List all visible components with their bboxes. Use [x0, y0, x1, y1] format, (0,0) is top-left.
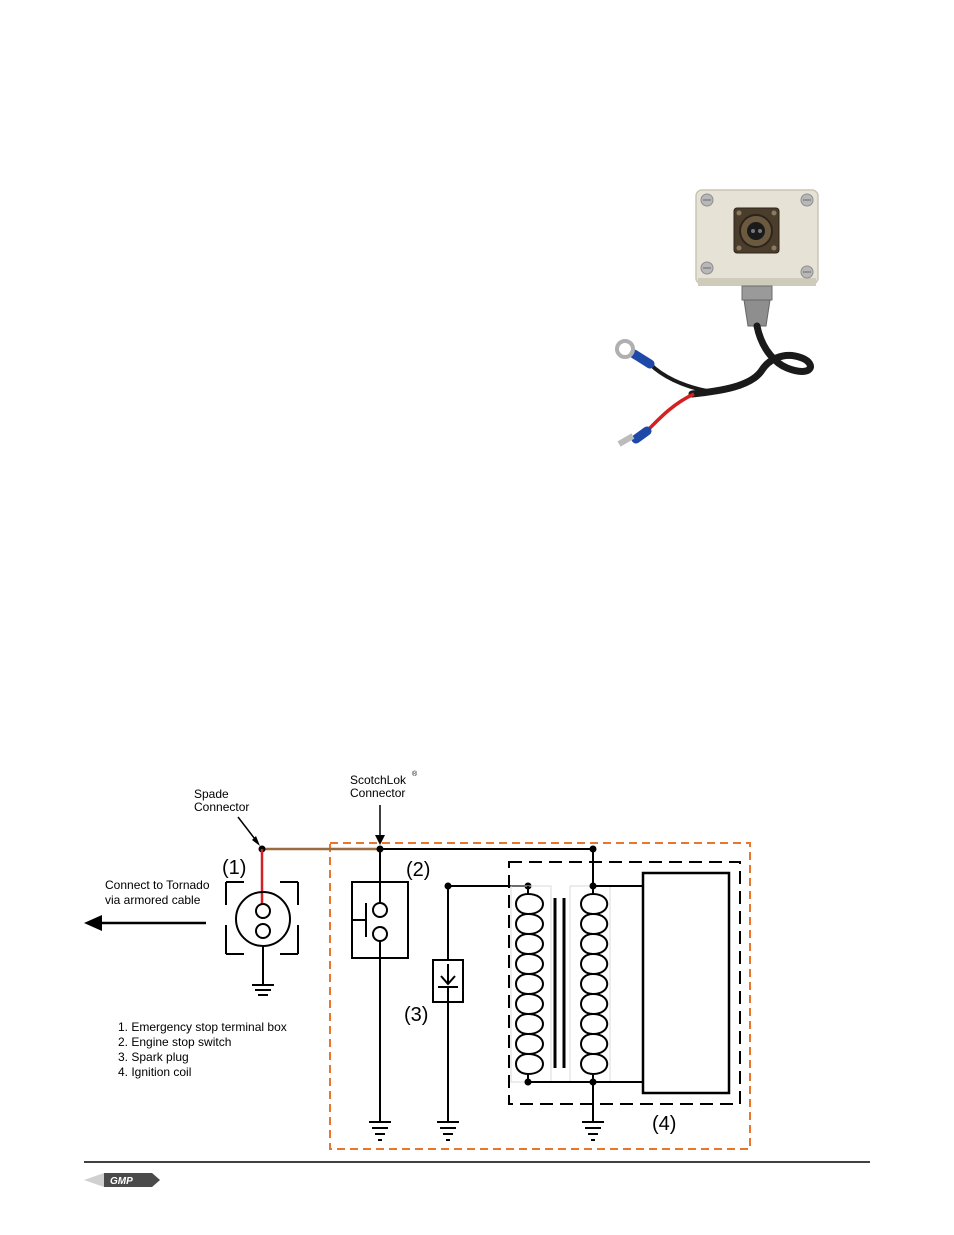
marker-2: (2)	[406, 859, 430, 881]
spade-connector-label: Spade Connector	[194, 787, 249, 814]
ignition-coil-symbol	[509, 849, 740, 1140]
component-legend: 1. Emergency stop terminal box 2. Engine…	[118, 1020, 290, 1079]
connect-tornado-label: Connect to Tornado via armored cable	[105, 878, 213, 907]
marker-3: (3)	[404, 1004, 428, 1026]
svg-text:GMP: GMP	[110, 1176, 133, 1187]
gmp-logo: GMP	[84, 1173, 160, 1187]
scotchlok-connector-label: ScotchLok Connector	[350, 773, 409, 800]
marker-1: (1)	[222, 857, 246, 879]
arrow-left-icon	[84, 915, 102, 931]
engine-stop-switch-symbol	[352, 849, 408, 1140]
marker-4: (4)	[652, 1113, 676, 1135]
registered-mark: ®	[412, 770, 418, 778]
